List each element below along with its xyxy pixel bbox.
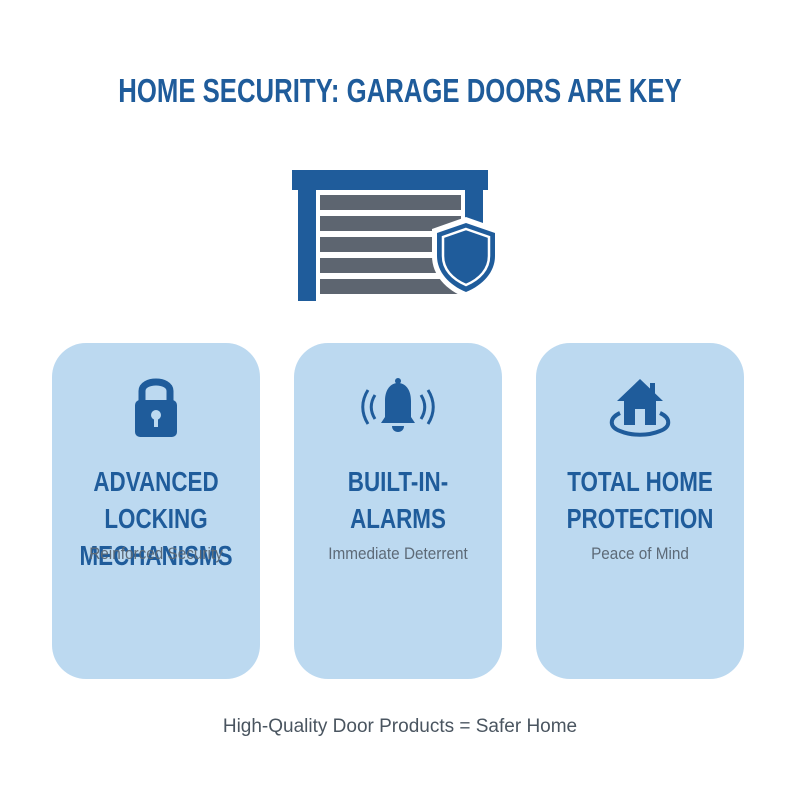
card-heading: TOTAL HOME PROTECTION [549,463,731,537]
footer-tagline: High-Quality Door Products = Safer Home [222,716,578,737]
garage-door-shield-illustration [292,170,500,301]
padlock-icon [135,378,177,437]
card-heading-line: TOTAL HOME [567,466,713,497]
card-heading: ADVANCED LOCKING MECHANISMS [65,463,247,574]
feature-card-protection: TOTAL HOME PROTECTION Peace of Mind [536,343,744,679]
card-heading-line: PROTECTION [566,503,714,534]
card-heading: BUILT-IN- ALARMS [307,463,489,537]
card-subtitle: Peace of Mind [591,544,689,563]
card-heading-line: BUILT-IN- [347,466,449,497]
alarm-bell-icon [361,378,435,432]
page-title: HOME SECURITY: GARAGE DOORS ARE KEY [118,72,682,109]
feature-card-alarms: BUILT-IN- ALARMS Immediate Deterrent [294,343,502,679]
card-subtitle: Reinforced Security [89,544,223,563]
card-heading-line: ALARMS [350,503,446,534]
garage-door-icon [292,170,488,301]
card-heading-line: ADVANCED LOCKING [93,466,219,534]
shield-icon [432,217,500,298]
card-subtitle: Immediate Deterrent [328,544,468,563]
feature-card-locking: ADVANCED LOCKING MECHANISMS Reinforced S… [52,343,260,679]
house-protection-icon [609,379,671,437]
card-heading-line: MECHANISMS [79,540,233,571]
